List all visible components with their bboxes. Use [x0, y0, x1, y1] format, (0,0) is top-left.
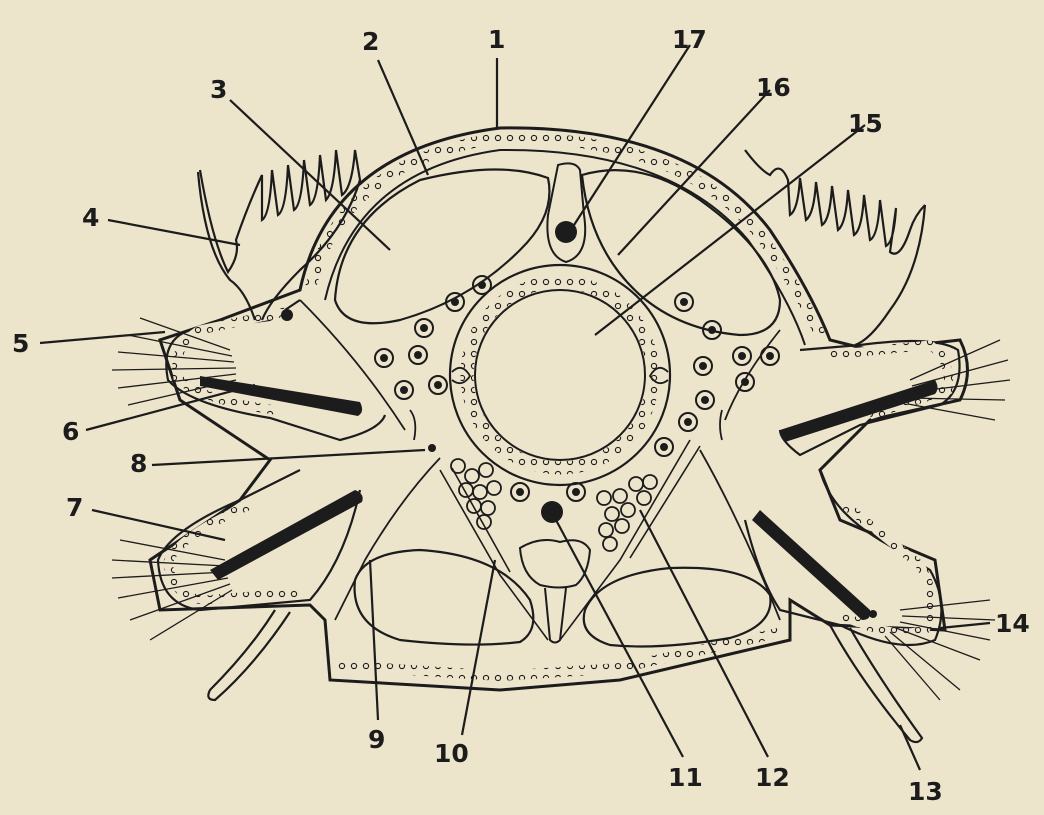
ventral-cirrus-left: [208, 610, 290, 700]
label-11: 11: [668, 763, 703, 792]
label-8: 8: [130, 449, 147, 478]
ventral-cirrus-right: [830, 625, 922, 742]
label-5: 5: [12, 329, 29, 358]
label-13: 13: [908, 777, 943, 806]
gill-right: [745, 150, 925, 254]
label-7: 7: [66, 493, 83, 522]
nephridium-dot-right: [869, 610, 877, 618]
gill-right-cirrus: [855, 205, 925, 345]
nerve-cord-base: [545, 588, 566, 643]
gonad-cluster-left: [451, 459, 501, 529]
nephridium-dot-8: [428, 444, 436, 452]
label-4: 4: [82, 203, 99, 232]
parapodium-upper-left: [166, 300, 385, 440]
label-15: 15: [848, 109, 883, 138]
label-6: 6: [62, 417, 79, 446]
gill-left-cirrus: [198, 172, 255, 320]
label-2: 2: [362, 27, 379, 56]
ventral-vessel: [541, 501, 563, 523]
label-12: 12: [755, 763, 790, 792]
label-9: 9: [368, 725, 385, 754]
label-17: 17: [672, 25, 707, 54]
label-1: 1: [488, 25, 505, 54]
label-3: 3: [210, 75, 227, 104]
label-16: 16: [756, 73, 791, 102]
nephridium-pore-left: [281, 309, 293, 321]
dorsal-vessel-outline: [547, 163, 585, 262]
label-14: 14: [995, 609, 1030, 638]
label-10: 10: [434, 739, 469, 768]
